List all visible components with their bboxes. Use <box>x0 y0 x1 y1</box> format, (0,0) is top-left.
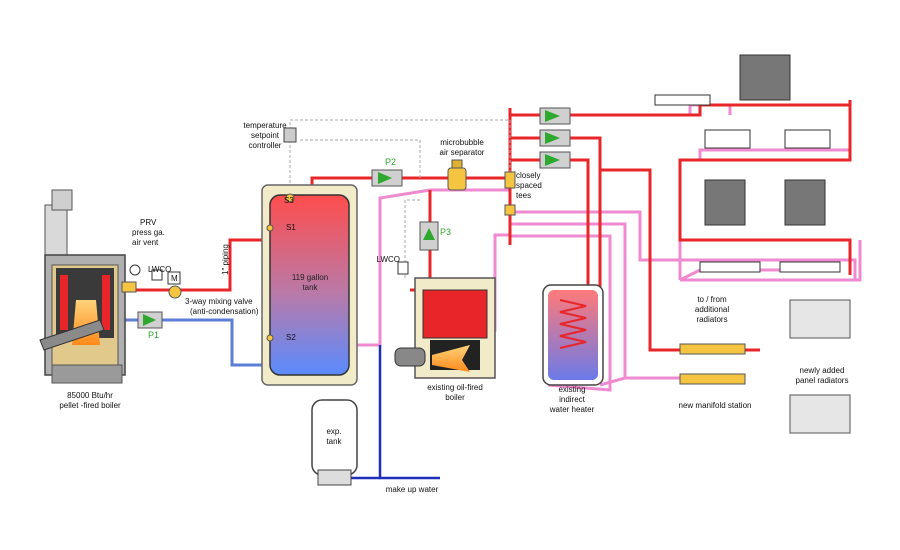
p2-label: P2 <box>385 157 396 167</box>
tank-label-1: 119 gallon <box>292 273 328 282</box>
pellet-boiler-label-2: pellet -fired boiler <box>59 401 121 410</box>
mixing-valve-label-1: 3-way mixing valve <box>185 297 253 306</box>
pump-p3 <box>419 221 439 251</box>
p3-label: P3 <box>440 227 451 237</box>
prv-label-2: press ga. <box>132 228 165 237</box>
temp-controller-label-3: controller <box>249 141 282 150</box>
expansion-tank <box>311 399 358 486</box>
exp-tank-label-1: exp. <box>326 427 341 436</box>
supply-piping-red <box>120 100 852 352</box>
storage-tank <box>261 184 358 386</box>
to-from-label-1: to / from <box>697 295 727 304</box>
pellet-boiler-label-1: 85000 Btu/hr <box>67 391 113 400</box>
mixing-valve <box>167 271 182 299</box>
oil-lwco-label: LWCO <box>377 255 400 264</box>
s3-label: S3 <box>284 196 294 205</box>
prv-assembly <box>121 264 163 293</box>
prv-label-3: air vent <box>132 238 159 247</box>
indirect-water-heater <box>542 284 604 386</box>
prv-label-1: PRV <box>140 218 157 227</box>
lwco-label: LWCO <box>148 265 171 274</box>
water-heater-label-3: water heater <box>549 405 595 414</box>
manifold-label: new manifold station <box>679 401 752 410</box>
pump-p2 <box>371 169 403 187</box>
oil-boiler <box>394 261 496 379</box>
microbubble-label-2: air separator <box>440 148 485 157</box>
exp-tank-label-2: tank <box>326 437 342 446</box>
s2-label: S2 <box>286 333 296 342</box>
oil-boiler-label-1: existing oil-fired <box>427 383 483 392</box>
piping-label: 1" piping <box>221 244 230 275</box>
water-heater-label-2: indirect <box>559 395 586 404</box>
tees-label-1: closely <box>516 171 540 180</box>
microbubble-label-1: microbubble <box>440 138 484 147</box>
labels: temperature setpoint controller PRV pres… <box>59 121 848 494</box>
zone-pumps <box>539 107 571 169</box>
to-from-label-3: radiators <box>696 315 727 324</box>
s1-label: S1 <box>286 223 296 232</box>
radiators <box>654 54 841 273</box>
manifold-station <box>679 343 746 385</box>
temp-controller-label-2: setpoint <box>251 131 280 140</box>
pump-p1 <box>137 311 163 329</box>
mixing-m-label: M <box>171 274 178 283</box>
tank-label-2: tank <box>302 283 318 292</box>
panel-rads-label-1: newly added <box>800 366 845 375</box>
panel-rads-label-2: panel radiators <box>796 376 849 385</box>
water-heater-label-1: existing <box>558 385 585 394</box>
pellet-boiler <box>39 189 126 384</box>
temperature-controller <box>283 127 297 143</box>
air-separator <box>447 159 467 191</box>
panel-radiators <box>789 299 851 434</box>
tees-label-3: tees <box>516 191 531 200</box>
mixing-valve-label-2: (anti-condensation) <box>190 307 259 316</box>
tees-label-2: spaced <box>516 181 542 190</box>
temp-controller-label-1: temperature <box>243 121 287 130</box>
closely-spaced-tees <box>504 171 516 216</box>
p1-label: P1 <box>148 330 159 340</box>
to-from-label-2: additional <box>695 305 729 314</box>
oil-boiler-label-2: boiler <box>445 393 465 402</box>
make-up-water-label: make up water <box>386 485 439 494</box>
